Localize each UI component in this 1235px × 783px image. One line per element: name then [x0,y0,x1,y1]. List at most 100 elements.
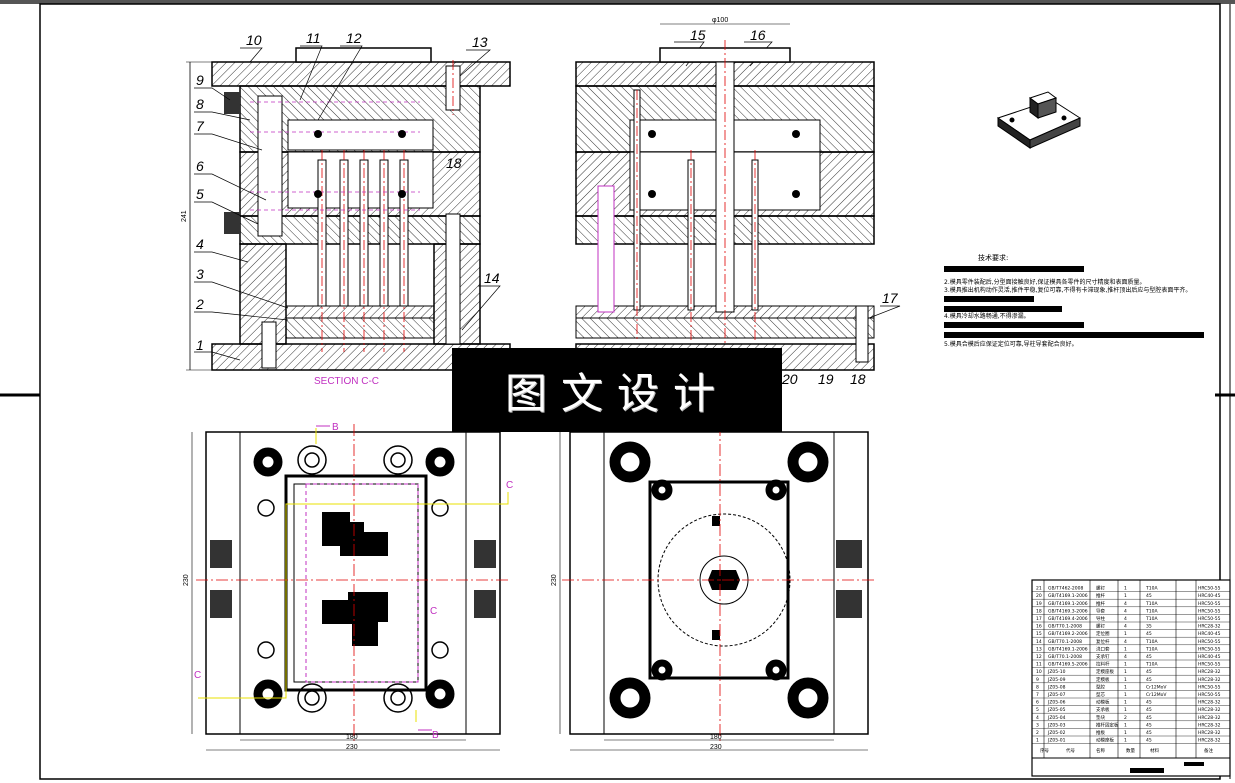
part-label: 1 [196,337,204,353]
title-block-cell: 定位圈 [1096,630,1110,637]
title-block-cell: 17 [1036,616,1042,622]
title-block-cell: 导套 [1096,607,1105,614]
title-block-cell: HRC50-55 [1198,692,1221,698]
title-block-cell: Cr12MoV [1146,692,1167,698]
title-block-cell: JZ05-06 [1047,700,1066,706]
title-block-cell: 1 [1124,684,1127,690]
title-block-cell: 6 [1036,700,1039,706]
title-block-cell: HRC28-32 [1198,707,1221,713]
title-block-cell: 动模座板 [1096,737,1114,744]
title-block-cell: 推杆固定板 [1096,721,1119,728]
title-block-cell: GB/T7462-2008 [1048,586,1084,592]
title-block-cell: HRC28-32 [1198,738,1221,744]
title-block-cell: 1 [1124,646,1127,652]
top-dimension: φ100 [712,17,728,24]
tb-header-code: 代号 [1066,747,1075,754]
guide-pillar [257,95,283,237]
section-marker-c: C [194,670,201,681]
title-block-cell: 45 [1146,677,1152,683]
title-block-cell: HRC50-55 [1198,586,1221,592]
title-block-cell: GB/T4169.2-2006 [1048,631,1088,637]
title-block-cell: 45 [1146,700,1152,706]
part-label: 9 [196,72,204,88]
title-block-cell: T10A [1145,601,1158,607]
title-block-cell: 45 [1146,722,1152,728]
section-marker-b: B [332,422,339,433]
title-block-cell: T10A [1145,646,1158,652]
screw-1 [261,321,277,369]
height-dimension: 241 [181,210,188,222]
title-block-cell: 1 [1124,692,1127,698]
title-block-cell: HRC50-55 [1198,684,1221,690]
part-label: 13 [472,34,488,50]
title-block-cell: 45 [1146,730,1152,736]
title-block-cell: HRC28-32 [1198,715,1221,721]
tb-header-name: 名称 [1096,747,1105,754]
title-block-cell: GB/T4169.5-2006 [1048,662,1088,668]
title-block-cell: 4 [1036,715,1039,721]
section-marker-c: C [506,480,513,491]
plan-view-left: B B C C C 230 180 230 [183,422,513,751]
part-label: 15 [690,27,706,43]
title-block-cell: 45 [1146,654,1152,660]
title-block-cell: 3 [1036,722,1039,728]
title-block-cell: 推板 [1096,729,1105,736]
part-label: 10 [246,32,262,48]
title-block-cell: 7 [1036,692,1039,698]
title-block-cell: Cr12MoV [1146,684,1167,690]
section-view-right: φ100 [575,17,875,371]
tb-header-material: 材料 [1150,747,1159,754]
fixed-plate-outline [603,431,835,735]
title-block-cell: 浇口套 [1096,645,1110,652]
ejector-plate [285,317,435,339]
section-marker-b: B [432,730,439,741]
tech-title: 技术要求: [978,253,1008,262]
part-label: 5 [196,186,204,202]
water-fitting-marker [398,130,406,138]
part-label: 11 [306,30,321,46]
title-block-cell: 1 [1124,662,1127,668]
title-block-cell: HRC50-55 [1198,616,1221,622]
title-block-cell: 1 [1124,593,1127,599]
title-block-cell: T10A [1145,616,1158,622]
section-view-left: 241 SECTION C-C [181,47,511,387]
title-block-cell: 定模板 [1096,676,1110,683]
tb-header-no: 序号 [1040,747,1049,754]
title-block-cell: T10A [1145,608,1158,614]
title-block-cell: 螺钉 [1096,585,1105,592]
title-block-cell: 13 [1036,646,1042,652]
title-block-cell: 12 [1036,654,1042,660]
title-block-cell: 1 [1124,631,1127,637]
title-block-cell: HRC40-45 [1198,593,1221,599]
title-block-cell: 45 [1146,593,1152,599]
title-block-cell: 推杆 [1096,600,1105,607]
title-block-cell: 4 [1124,601,1127,607]
part-label: 7 [196,118,205,134]
plan-outline [205,431,501,735]
title-block-cell: 4 [1124,616,1127,622]
title-block-cell: HRC50-55 [1198,646,1221,652]
title-block-cell: JZ05-05 [1047,707,1066,713]
title-block-cell: 19 [1036,601,1042,607]
part-label: 3 [196,266,204,282]
title-block-cell: 45 [1146,707,1152,713]
title-block-cell: T10A [1145,586,1158,592]
watermark-banner: 图文设计 [452,348,782,432]
title-block-cell: 10 [1036,669,1042,675]
title-block-cell: JZ05-09 [1047,677,1066,683]
title-block-cell: 复位杆 [1096,638,1110,645]
screw-17 [855,305,869,363]
part-label: 4 [196,236,204,252]
title-block-cell: 1 [1124,700,1127,706]
water-connector [224,212,240,234]
title-block-cell: 导柱 [1096,615,1105,622]
section-marker-c: C [430,606,437,617]
water-fitting-marker [314,130,322,138]
title-block-cell: GB/T4169.3-2006 [1048,608,1088,614]
part-label: 6 [196,158,204,174]
title-block-cell: HRC50-55 [1198,662,1221,668]
title-block-cell: 45 [1146,715,1152,721]
title-block-cell: JZ05-08 [1047,684,1066,690]
